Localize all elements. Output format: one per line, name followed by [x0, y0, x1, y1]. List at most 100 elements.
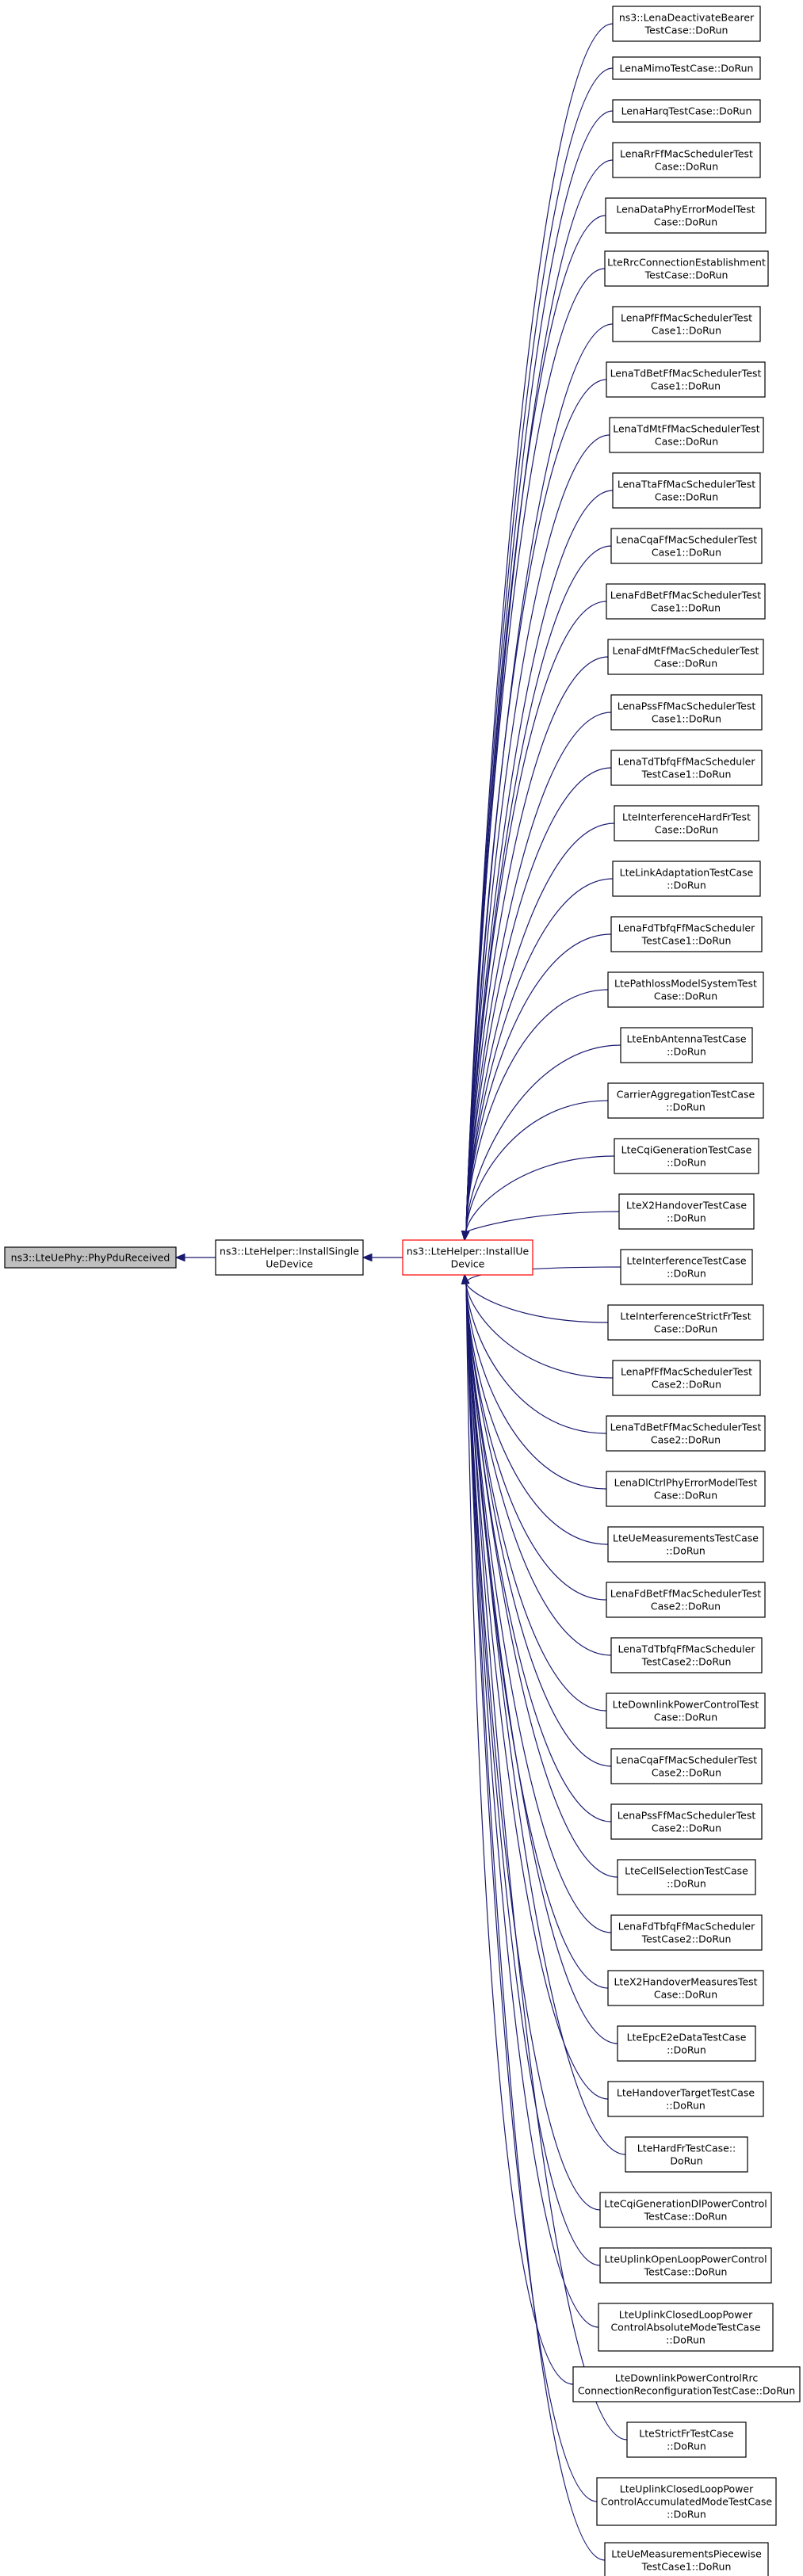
node-label: LenaDlCtrlPhyErrorModelTest: [614, 1477, 758, 1489]
node-label: LteX2HandoverTestCase: [626, 1200, 747, 1212]
graph-node[interactable]: LteUplinkClosedLoopPowerControlAbsoluteM…: [598, 2303, 774, 2352]
graph-node[interactable]: LteLinkAdaptationTestCase::DoRun: [612, 861, 761, 897]
node-box: [610, 1803, 763, 1840]
node-label: LteStrictFrTestCase: [639, 2428, 734, 2440]
graph-node[interactable]: LteInterferenceTestCase::DoRun: [620, 1249, 753, 1285]
node-label: LenaTdMtFfMacSchedulerTest: [613, 423, 759, 435]
node-label: DoRun: [670, 2155, 702, 2167]
node-label: LenaCqaFfMacSchedulerTest: [616, 534, 758, 546]
node-box: [572, 2366, 801, 2402]
graph-node[interactable]: LteCellSelectionTestCase::DoRun: [617, 1859, 756, 1895]
node-box: [610, 1637, 763, 1673]
node-label: LteInterferenceStrictFrTest: [620, 1311, 751, 1322]
graph-edge: [465, 1282, 612, 1933]
node-label: LenaDataPhyErrorModelTest: [616, 204, 755, 216]
node-box: [599, 2192, 772, 2228]
node-box: [614, 805, 759, 841]
graph-node[interactable]: LteEpcE2eDataTestCase::DoRun: [617, 2025, 756, 2062]
graph-node[interactable]: CarrierAggregationTestCase::DoRun: [607, 1082, 764, 1119]
node-box: [215, 1239, 364, 1276]
graph-node[interactable]: LteUplinkClosedLoopPowerControlAccumulat…: [596, 2477, 777, 2526]
node-box: [605, 197, 767, 234]
graph-node[interactable]: LteCqiGenerationTestCase::DoRun: [614, 1138, 759, 1174]
graph-node[interactable]: LteX2HandoverTestCase::DoRun: [618, 1193, 755, 1230]
node-label: ns3::LteHelper::InstallUe: [407, 1246, 530, 1257]
node-label: ns3::LteHelper::InstallSingle: [220, 1246, 359, 1257]
node-label: TestCase1::DoRun: [641, 2561, 732, 2573]
graph-node[interactable]: LteDownlinkPowerControlRrcConnectionReco…: [572, 2366, 801, 2402]
graph-node[interactable]: LteHandoverTargetTestCase::DoRun: [607, 2081, 764, 2117]
graph-node[interactable]: LteStrictFrTestCase::DoRun: [626, 2421, 747, 2458]
graph-node[interactable]: LenaHarqTestCase::DoRun: [612, 99, 761, 123]
node-label: UeDevice: [266, 1258, 313, 1270]
node-box: [607, 639, 764, 675]
node-label: LteUplinkClosedLoopPower: [619, 2309, 753, 2321]
graph-node[interactable]: LteUplinkOpenLoopPowerControlTestCase::D…: [599, 2247, 772, 2284]
node-label: Case1::DoRun: [651, 380, 721, 392]
node-label: LenaHarqTestCase::DoRun: [621, 105, 752, 117]
graph-node[interactable]: LteEnbAntennaTestCase::DoRun: [620, 1027, 753, 1063]
node-label: ::DoRun: [667, 1878, 706, 1890]
node-box: [610, 528, 763, 564]
node-box: [604, 2542, 769, 2576]
node-box: [617, 2025, 756, 2062]
node-label: TestCase::DoRun: [644, 25, 728, 36]
node-label: TestCase1::DoRun: [641, 769, 732, 780]
node-label: LenaCqaFfMacSchedulerTest: [616, 1754, 758, 1766]
node-label: LteHandoverTargetTestCase: [617, 2087, 755, 2099]
node-label: LenaTdBetFfMacSchedulerTest: [610, 368, 762, 380]
node-box: [617, 1859, 756, 1895]
graph-node[interactable]: LteCqiGenerationDlPowerControlTestCase::…: [599, 2192, 772, 2228]
graph-node[interactable]: LteUeMeasurementsTestCase::DoRun: [607, 1526, 764, 1563]
graph-node[interactable]: LteHardFrTestCase::DoRun: [625, 2136, 748, 2173]
node-label: ::DoRun: [667, 1212, 706, 1224]
graph-edge: [465, 1044, 621, 1233]
node-box: [606, 583, 766, 620]
node-box: [4, 1246, 177, 1269]
node-label: TestCase::DoRun: [644, 2266, 728, 2278]
graph-edge: [465, 1100, 609, 1233]
graph-node[interactable]: LenaMimoTestCase::DoRun: [612, 56, 761, 80]
node-box: [596, 2477, 777, 2526]
node-label: LteCqiGenerationDlPowerControl: [604, 2198, 767, 2210]
graph-node[interactable]: LteUeMeasurementsPiecewiseTestCase1::DoR…: [604, 2542, 769, 2576]
graph-node[interactable]: ns3::LteUePhy::PhyPduReceived: [4, 1246, 177, 1269]
graph-node[interactable]: LteRrcConnectionEstablishmentTestCase::D…: [604, 250, 769, 287]
node-box: [599, 2247, 772, 2284]
node-label: LenaTtaFfMacSchedulerTest: [618, 479, 755, 490]
node-label: TestCase::DoRun: [644, 2211, 728, 2223]
node-label: LteDownlinkPowerControlTest: [613, 1699, 759, 1711]
node-box: [607, 1970, 764, 2006]
node-label: Case1::DoRun: [652, 325, 721, 337]
node-label: LteDownlinkPowerControlRrc: [615, 2372, 759, 2384]
node-box: [618, 1193, 755, 1230]
